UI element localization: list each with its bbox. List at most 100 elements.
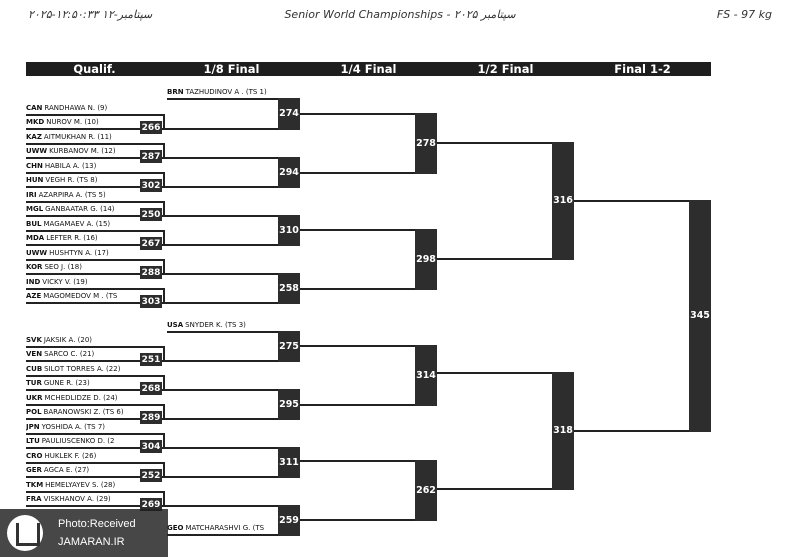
country-code: CAN	[26, 104, 43, 112]
connector-line	[300, 404, 416, 406]
slot-line	[26, 447, 163, 449]
slot-line	[26, 230, 163, 232]
country-code: GER	[26, 466, 42, 474]
wrestler-name: SEO J. (18)	[44, 263, 82, 271]
slot-line	[26, 172, 163, 174]
slot-line	[26, 404, 163, 406]
wrestler-name: NUROV M. (10)	[46, 118, 99, 126]
wrestler-name: HABILA A. (13)	[44, 162, 97, 170]
bout-1-8: 311	[278, 447, 300, 478]
round-final: Final 1-2	[614, 62, 671, 76]
slot-line	[26, 505, 163, 507]
connector-line	[437, 142, 553, 144]
connector-line	[163, 505, 279, 507]
bout-final: 345	[689, 200, 711, 432]
connector-line	[574, 430, 690, 432]
slot-line	[26, 128, 163, 130]
connector-line	[163, 273, 279, 275]
wrestler-name: MAGOMEDOV M . (TS	[43, 292, 118, 300]
header-timestamp: ۲۰۲۵-۱۲:۵۰:۳۳ ۱۲-سپتامبر	[28, 8, 153, 21]
wrestler-name: MATCHARASHVI G. (TS	[185, 524, 265, 532]
qual-bracket-line	[163, 259, 165, 274]
country-code: GEO	[167, 524, 184, 532]
wrestler-name: VISKHANOV A. (29)	[43, 495, 111, 503]
qual-bracket-line	[163, 201, 165, 216]
watermark: Photo:Received JAMARAN.IR	[0, 509, 168, 557]
bout-1-4: 278	[415, 113, 437, 174]
country-code: BUL	[26, 220, 42, 228]
wrestler-name: AZARPIRA A. (TS 5)	[38, 191, 106, 199]
country-code: KAZ	[26, 133, 42, 141]
qual-bout-number: 267	[140, 237, 162, 250]
wrestler-name: RANDHAWA N. (9)	[44, 104, 108, 112]
connector-line	[300, 345, 416, 347]
connector-line	[163, 215, 279, 217]
wrestler-name: TAZHUDINOV A . (TS 1)	[185, 88, 267, 96]
wrestler-name: HEMELYAYEV S. (28)	[45, 481, 116, 489]
wrestler-name: JAKSIK A. (20)	[43, 336, 93, 344]
qual-bout-number: 304	[140, 440, 162, 453]
connector-line	[300, 229, 416, 231]
slot-line	[26, 259, 163, 261]
round-qualif: Qualif.	[73, 62, 116, 76]
connector-line	[163, 418, 279, 420]
country-code: UKR	[26, 394, 43, 402]
country-code: CRO	[26, 452, 43, 460]
qual-bout-number: 266	[140, 121, 162, 134]
country-code: KOR	[26, 263, 43, 271]
country-code: TUR	[26, 379, 42, 387]
bout-1-2: 318	[552, 372, 574, 490]
slot-line	[26, 346, 163, 348]
qual-bracket-line	[163, 375, 165, 390]
country-code: MDA	[26, 234, 45, 242]
connector-line	[437, 488, 553, 490]
qual-bout-number: 250	[140, 208, 162, 221]
slot-line	[26, 375, 163, 377]
bout-1-4: 262	[415, 460, 437, 521]
qual-bout-number: 251	[140, 353, 162, 366]
country-code: UWW	[26, 249, 48, 257]
slot-line	[26, 360, 163, 362]
qual-bout-number: 289	[140, 411, 162, 424]
connector-line	[163, 360, 279, 362]
connector-line	[163, 157, 279, 159]
country-code: MKD	[26, 118, 45, 126]
wrestler-name: SILOT TORRES A. (22)	[44, 365, 121, 373]
wrestler-name: HUSHTYN A. (17)	[49, 249, 109, 257]
bout-1-2: 316	[552, 142, 574, 260]
country-code: UWW	[26, 147, 48, 155]
qual-bracket-line	[163, 143, 165, 158]
wrestler-name: MCHEDLIDZE D. (24)	[44, 394, 118, 402]
wrestler-name: BARANOWSKI Z. (TS 6)	[43, 408, 124, 416]
qual-bracket-line	[163, 288, 165, 303]
country-code: POL	[26, 408, 42, 416]
wrestler-name: VICKY V. (19)	[42, 278, 88, 286]
connector-line	[163, 186, 279, 188]
connector-line	[163, 447, 279, 449]
slot-line	[26, 186, 163, 188]
country-code: CUB	[26, 365, 43, 373]
country-code: BRN	[167, 88, 184, 96]
wrestler-name: GUNE R. (23)	[43, 379, 90, 387]
wrestler-name: KURBANOV M. (12)	[49, 147, 116, 155]
slot-line	[167, 98, 279, 100]
country-code: AZE	[26, 292, 42, 300]
bout-1-4: 314	[415, 345, 437, 406]
wrestler-name: YOSHIDA A. (TS 7)	[41, 423, 106, 431]
